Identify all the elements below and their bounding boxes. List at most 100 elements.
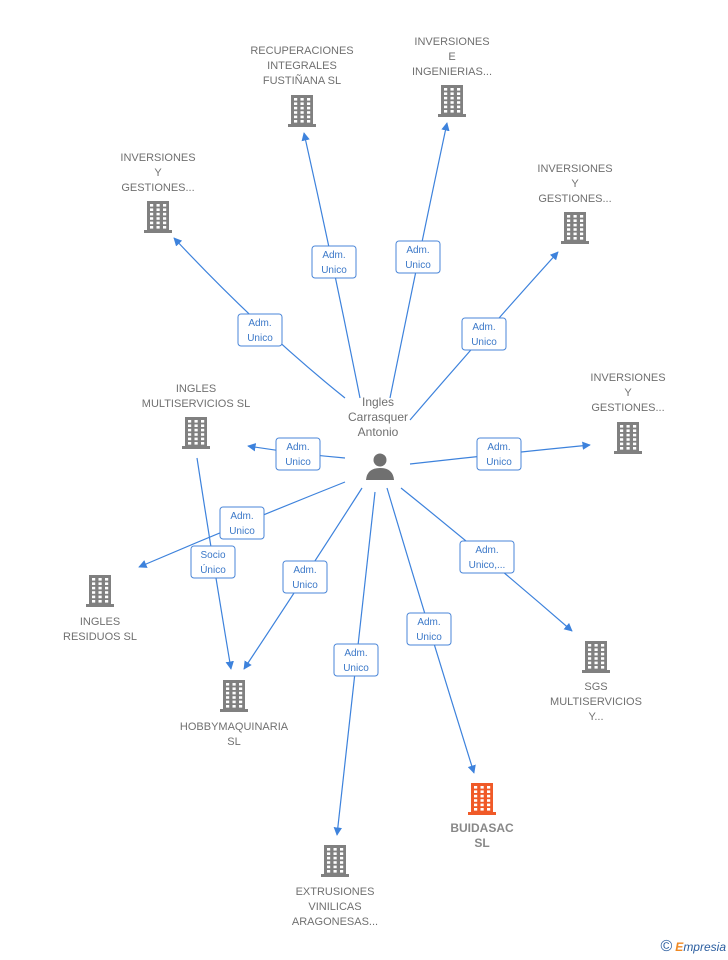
company-node-hobbymaquinaria[interactable]: HOBBYMAQUINARIA SL: [180, 680, 289, 748]
company-name-line[interactable]: RECUPERACIONES: [250, 45, 353, 57]
company-name-line[interactable]: Y: [154, 167, 162, 179]
company-name-line[interactable]: GESTIONES...: [591, 402, 664, 414]
footer-brand[interactable]: © Empresia: [661, 938, 727, 956]
company-name-line[interactable]: INVERSIONES: [414, 36, 489, 48]
company-node-ingles-multiservicios[interactable]: INGLES MULTISERVICIOS SL: [142, 383, 250, 449]
company-name-line[interactable]: Y: [571, 178, 579, 190]
building-window: [573, 237, 577, 240]
company-name-line[interactable]: INVERSIONES: [120, 152, 195, 164]
building-window: [601, 657, 605, 660]
building-window: [327, 848, 331, 851]
building-base: [321, 874, 349, 877]
company-name-line[interactable]: SL: [474, 836, 489, 850]
building-window: [333, 848, 337, 851]
person-name-line[interactable]: Antonio: [358, 425, 399, 439]
company-node-inversiones-gestiones-1[interactable]: INVERSIONES Y GESTIONES...: [120, 152, 196, 233]
company-node-inversiones-gestiones-3[interactable]: INVERSIONES Y GESTIONES...: [590, 372, 666, 454]
company-name-line[interactable]: SL: [227, 736, 240, 748]
company-name-line[interactable]: RESIDUOS SL: [63, 631, 137, 643]
company-node-ingles-residuos[interactable]: INGLES RESIDUOS SL: [63, 575, 137, 643]
edge-role-badge[interactable]: Adm.Unico: [237, 313, 283, 347]
company-name-line[interactable]: INGENIERIAS...: [412, 66, 492, 78]
building-window: [327, 870, 331, 873]
company-node-extrusiones[interactable]: EXTRUSIONES VINILICAS ARAGONESAS...: [292, 845, 378, 928]
edge-role-text: Adm.: [406, 245, 429, 256]
building-icon[interactable]: [182, 417, 210, 449]
company-node-recuperaciones[interactable]: RECUPERACIONES INTEGRALES FUSTIÑANA SL: [250, 45, 354, 127]
company-name-line[interactable]: FUSTIÑANA SL: [263, 74, 341, 87]
building-window: [105, 586, 109, 590]
company-name-line[interactable]: INVERSIONES: [537, 163, 612, 175]
company-name-line[interactable]: GESTIONES...: [121, 182, 194, 194]
edge-role-text: Único: [200, 563, 226, 576]
company-name-line[interactable]: MULTISERVICIOS SL: [142, 398, 250, 410]
building-icon[interactable]: [144, 201, 172, 233]
company-name-line[interactable]: MULTISERVICIOS: [550, 696, 642, 708]
company-name-line[interactable]: Y: [624, 387, 632, 399]
company-name-line[interactable]: INGLES: [80, 616, 120, 628]
company-name-line[interactable]: INTEGRALES: [267, 60, 337, 72]
building-window: [92, 582, 96, 585]
building-window: [588, 648, 592, 651]
edge-role-badge[interactable]: Adm.Unico: [282, 560, 328, 594]
building-window: [340, 870, 344, 873]
company-name-line[interactable]: SGS: [584, 681, 607, 693]
building-window: [580, 237, 584, 240]
company-name-line[interactable]: EXTRUSIONES: [296, 886, 375, 898]
building-icon[interactable]: [582, 641, 610, 673]
edge-role-text: Unico: [229, 526, 255, 537]
building-window: [601, 652, 605, 656]
building-window: [226, 700, 230, 704]
company-name-line[interactable]: INVERSIONES: [590, 372, 665, 384]
edge-role-badge-frame: [311, 245, 357, 279]
building-icon[interactable]: [561, 212, 589, 244]
person-name-line[interactable]: Carrasquer: [348, 410, 408, 424]
building-window: [163, 204, 167, 207]
building-icon[interactable]: [468, 783, 496, 815]
building-window: [194, 428, 198, 432]
edge-role-badge[interactable]: Adm.Unico: [219, 506, 265, 540]
edge-role-badge[interactable]: Adm.Unico: [275, 437, 321, 471]
company-name-line[interactable]: HOBBYMAQUINARIA: [180, 721, 289, 733]
edge-role-badge-frame: [190, 545, 236, 579]
building-window: [163, 212, 167, 216]
company-name-line[interactable]: Y...: [588, 711, 603, 723]
company-name-line[interactable]: ARAGONESAS...: [292, 916, 378, 928]
building-window: [333, 870, 337, 873]
building-window: [92, 591, 96, 594]
edge-role-badge[interactable]: Adm.Unico: [406, 612, 452, 646]
building-icon[interactable]: [321, 845, 349, 877]
edge-role-badge[interactable]: Adm.Unico,...: [459, 540, 515, 574]
building-icon[interactable]: [288, 95, 316, 127]
building-window: [567, 228, 571, 231]
building-window: [444, 88, 448, 91]
company-name-line[interactable]: BUIDASAC: [450, 821, 514, 835]
company-name-line[interactable]: VINILICAS: [308, 901, 361, 913]
company-name-line[interactable]: INGLES: [176, 383, 216, 395]
company-name-line[interactable]: E: [448, 51, 455, 63]
person-icon-head: [373, 453, 387, 467]
edge-role-badge[interactable]: Adm.Unico: [333, 643, 379, 677]
edge-role-badge[interactable]: Adm.Unico: [461, 317, 507, 351]
building-icon[interactable]: [86, 575, 114, 607]
edge-role-badge[interactable]: Adm.Unico: [311, 245, 357, 279]
building-window: [98, 578, 102, 581]
company-node-inversiones-ingenierias[interactable]: INVERSIONES E INGENIERIAS...: [412, 36, 492, 117]
building-window: [232, 705, 236, 708]
building-window: [105, 582, 109, 585]
building-window: [573, 232, 577, 236]
building-icon[interactable]: [220, 680, 248, 712]
building-window: [474, 799, 478, 802]
building-icon[interactable]: [438, 85, 466, 117]
edge-role-badge[interactable]: Adm.Unico: [476, 437, 522, 471]
edge-role-badge[interactable]: Adm.Unico: [395, 240, 441, 274]
person-name-line[interactable]: Ingles: [362, 395, 394, 409]
building-icon[interactable]: [614, 422, 642, 454]
company-node-inversiones-gestiones-2[interactable]: INVERSIONES Y GESTIONES...: [537, 163, 613, 244]
company-node-sgs-multiservicios[interactable]: SGS MULTISERVICIOS Y...: [550, 641, 642, 723]
brand-logo[interactable]: Empresia: [675, 940, 726, 954]
company-name-line[interactable]: GESTIONES...: [538, 193, 611, 205]
